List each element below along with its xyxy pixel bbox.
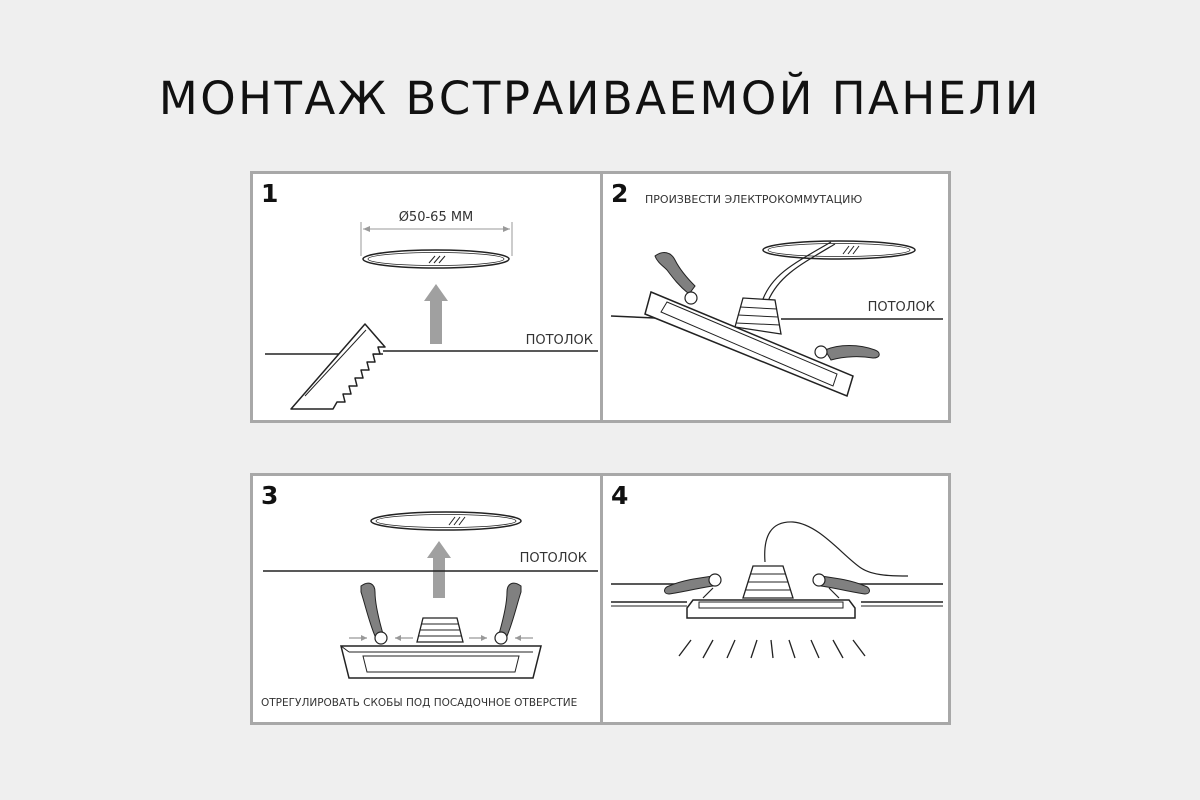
cutout-disc-inner	[767, 243, 911, 257]
driver-rib	[739, 306, 778, 310]
spring-clip-left	[664, 575, 714, 595]
step-number: 1	[261, 179, 279, 208]
spring-hinge-right	[812, 573, 826, 587]
adjust-arrow-head	[481, 635, 487, 641]
glare-mark	[847, 245, 855, 255]
cutout-disc	[762, 240, 916, 260]
step-caption: ОТРЕГУЛИРОВАТЬ СКОБЫ ПОД ПОСАДОЧНОЕ ОТВЕ…	[261, 697, 577, 709]
spring-clip-left	[360, 582, 384, 637]
adjust-arrow-head	[395, 635, 401, 641]
step-3-panel: ПОТОЛОК ОТРЕГУЛИРОВАТЬ СКОБЫ ПОД ПОСАДОЧ…	[250, 473, 604, 725]
step-number: 4	[611, 481, 629, 510]
cutout-disc	[370, 511, 522, 531]
step-3-illustration: ПОТОЛОК ОТРЕГУЛИРОВАТЬ СКОБЫ ПОД ПОСАДОЧ…	[261, 511, 598, 709]
spring-hinge-left	[374, 631, 388, 645]
light-rays	[678, 639, 866, 659]
glare-mark	[458, 516, 466, 526]
step-2-illustration: ПРОИЗВЕСТИ ЭЛЕКТРОКОММУТАЦИЮ ПОТОЛОК	[610, 193, 943, 398]
cutout-disc	[362, 249, 510, 269]
glare-mark	[852, 245, 860, 255]
ceiling-line	[610, 315, 656, 319]
step-4-panel: 4	[600, 473, 951, 725]
up-arrow	[427, 541, 451, 598]
cutout-disc-inner	[375, 514, 517, 528]
glare-mark	[438, 255, 446, 264]
spring-hinge-right	[494, 631, 508, 645]
panel-frame-inner	[362, 655, 520, 673]
spring-hinge-left	[684, 291, 698, 305]
glare-mark	[453, 516, 461, 526]
glare-mark	[448, 516, 456, 526]
panel-edge	[340, 645, 350, 653]
saw-icon	[290, 323, 386, 410]
step-number: 3	[261, 481, 279, 510]
wire	[764, 521, 909, 577]
driver-rib	[737, 314, 779, 318]
page-title: МОНТАЖ ВСТРАИВАЕМОЙ ПАНЕЛИ	[158, 72, 1042, 125]
panel-frame	[686, 599, 856, 619]
adjust-arrow-head	[515, 635, 521, 641]
up-arrow	[424, 284, 448, 344]
step-2-panel: ПРОИЗВЕСТИ ЭЛЕКТРОКОММУТАЦИЮ ПОТОЛОК 2	[600, 171, 951, 423]
adjust-arrow-head	[361, 635, 367, 641]
ceiling-label: ПОТОЛОК	[868, 300, 935, 315]
glare-mark	[428, 255, 436, 264]
saw-spine	[304, 329, 367, 397]
spring-clip-right	[824, 345, 880, 361]
panel-frame-inner	[660, 301, 838, 387]
step-caption: ПРОИЗВЕСТИ ЭЛЕКТРОКОММУТАЦИЮ	[645, 193, 862, 206]
dimension-arrow-right	[503, 226, 510, 232]
ceiling-label: ПОТОЛОК	[526, 333, 593, 348]
driver-rib	[735, 322, 781, 326]
panel-frame-inner	[698, 601, 844, 609]
spring-clip-right	[820, 575, 870, 595]
spring-hinge-left	[708, 573, 722, 587]
step-1-panel: Ø50-65 MM ПОТОЛОК 1	[250, 171, 604, 423]
wire	[762, 241, 832, 300]
panel-frame	[340, 645, 542, 679]
step-1-illustration: Ø50-65 MM ПОТОЛОК	[265, 210, 598, 410]
spring-clip-left	[654, 252, 696, 295]
dimension-arrow-left	[363, 226, 370, 232]
glare-mark	[842, 245, 850, 255]
panel-edge	[828, 587, 840, 599]
cutout-disc-inner	[367, 252, 505, 266]
step-number: 2	[611, 179, 629, 208]
spring-clip-right	[498, 582, 522, 637]
spring-hinge-right	[814, 345, 828, 359]
wire	[767, 243, 836, 302]
glare-mark	[433, 255, 441, 264]
step-4-illustration	[611, 521, 943, 659]
dimension-label: Ø50-65 MM	[399, 210, 474, 225]
panel-frame	[644, 290, 854, 398]
ceiling-label: ПОТОЛОК	[520, 551, 587, 566]
panel-edge	[702, 587, 714, 599]
